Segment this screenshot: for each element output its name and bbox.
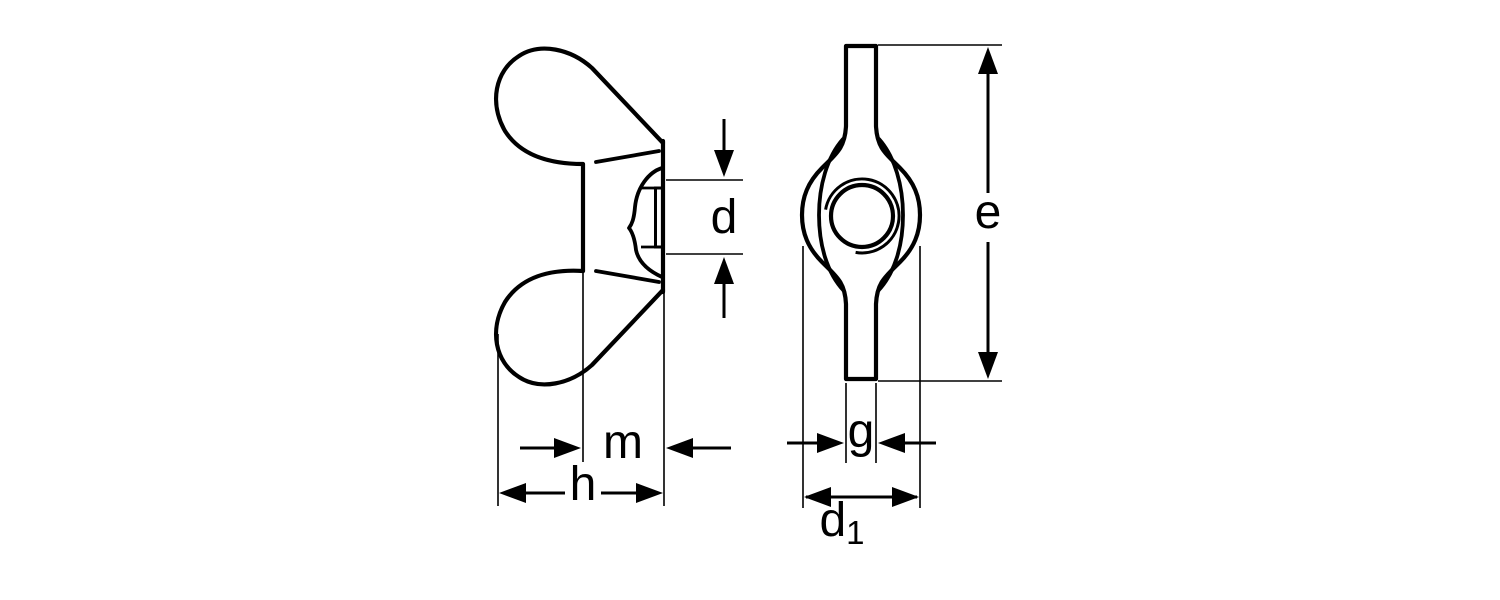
front-view <box>799 43 923 382</box>
dim-d-top-arrowhead <box>714 150 734 177</box>
dim-h-label: h <box>570 458 597 511</box>
dim-h-left-arrowhead <box>499 483 526 503</box>
side-lower-wing-fold-line <box>594 269 661 284</box>
side-boss-curve <box>627 166 664 279</box>
dim-d1-label-base: d <box>819 494 846 547</box>
dim-m-left-arrowhead <box>554 438 581 458</box>
side-view <box>494 46 666 387</box>
front-extension-lines <box>802 44 1002 508</box>
dim-d1-right-arrowhead <box>892 487 919 507</box>
side-lower-wing-outline <box>494 268 666 387</box>
front-silhouette-outline <box>799 43 923 382</box>
front-right-wing-fold-curve <box>876 137 905 293</box>
dim-d-bottom-arrowhead <box>714 257 734 284</box>
dim-g-label: g <box>848 405 875 458</box>
front-view-dimensions: e g d1 <box>787 44 1002 551</box>
front-left-wing-fold-curve <box>817 137 846 293</box>
dim-d1-left-arrowhead <box>804 487 831 507</box>
side-upper-wing-fold-line <box>594 149 661 164</box>
side-thread-hole-ticks <box>641 186 655 249</box>
dim-g-left-arrowhead <box>817 433 844 453</box>
dim-e-bottom-arrowhead <box>978 352 998 379</box>
side-upper-wing-outline <box>494 46 666 274</box>
side-thread-hole-rect <box>654 186 665 249</box>
dim-e-top-arrowhead <box>978 47 998 74</box>
side-view-dimensions: d m h <box>497 119 743 511</box>
dim-m-right-arrowhead <box>666 438 693 458</box>
front-thread-major-arc <box>824 177 901 255</box>
dim-d-label: d <box>711 191 738 244</box>
dim-m-label: m <box>603 416 643 469</box>
dim-h-right-arrowhead <box>636 483 663 503</box>
dim-d1-label-subscript: 1 <box>846 514 864 551</box>
dim-g-right-arrowhead <box>878 433 905 453</box>
dim-e-label: e <box>975 186 1002 239</box>
side-extension-lines <box>497 179 743 506</box>
front-thread-hole-circle <box>828 182 896 250</box>
dim-d1-label: d1 <box>819 494 864 551</box>
